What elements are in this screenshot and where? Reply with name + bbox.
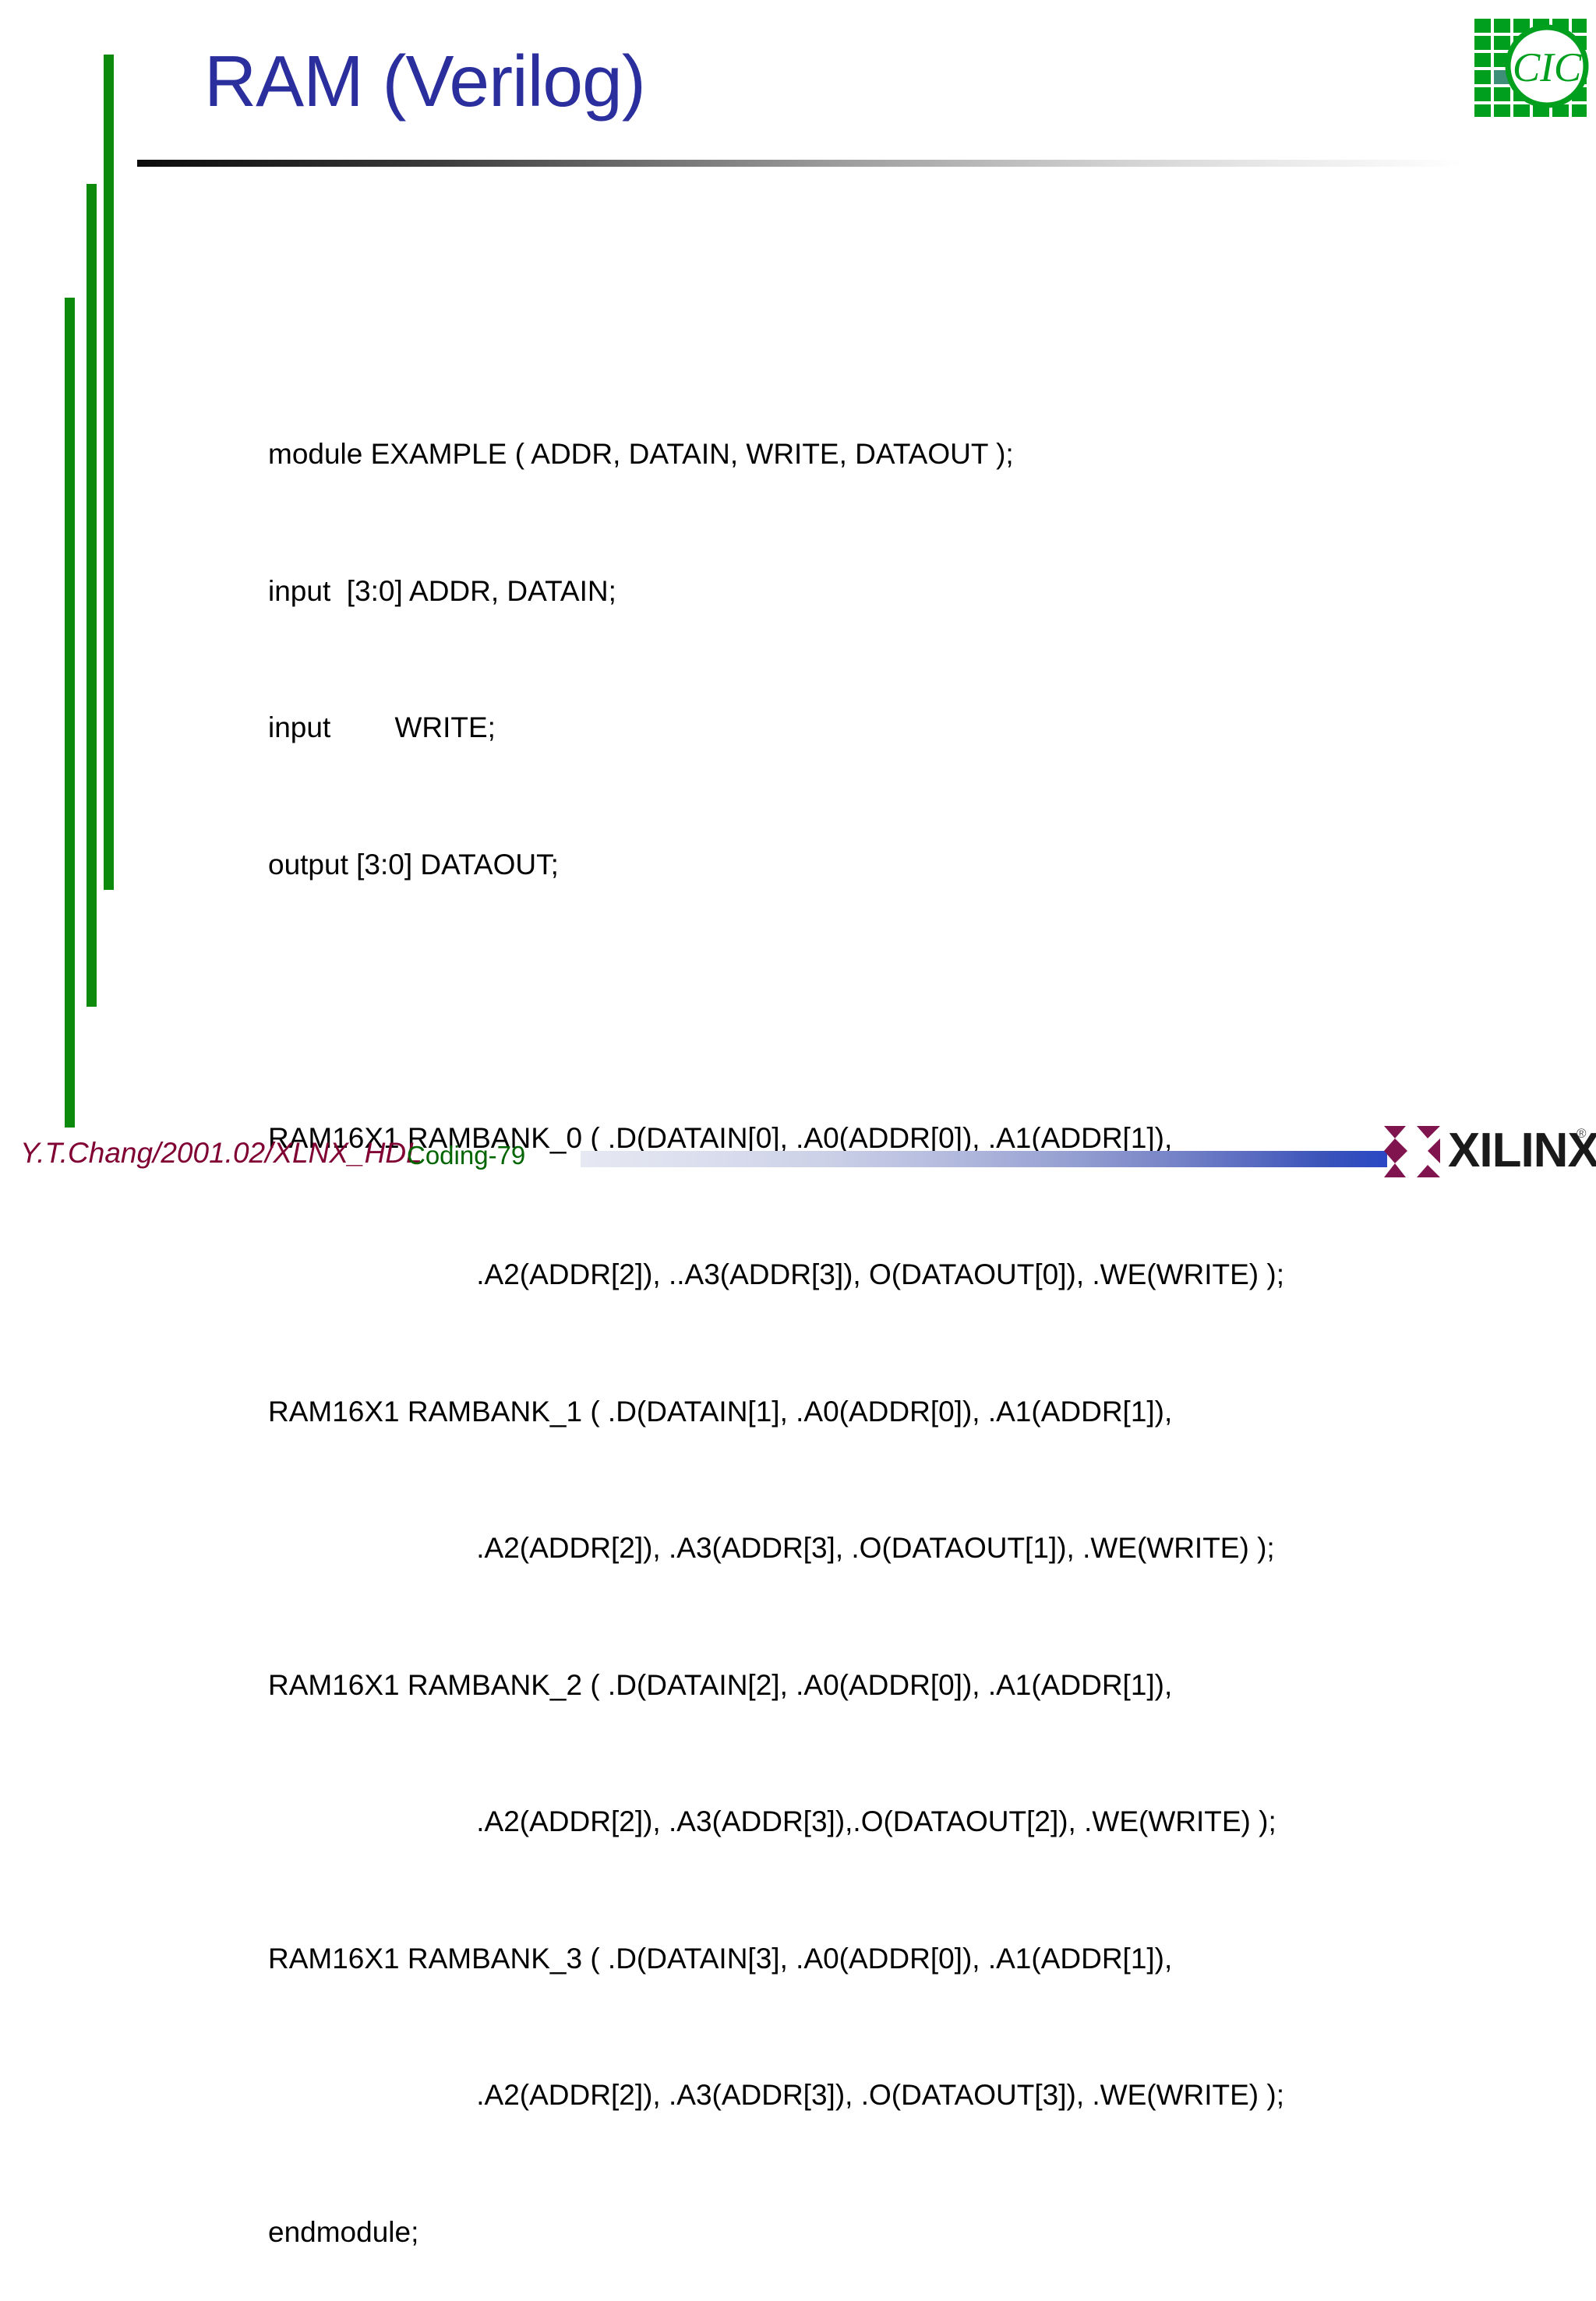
code-line: .A2(ADDR[2]), ..A3(ADDR[3]), O(DATAOUT[0… — [268, 1258, 1284, 1290]
code-line-blank — [268, 979, 1515, 1025]
title-divider — [137, 160, 1462, 167]
code-line: input WRITE; — [268, 711, 496, 743]
xilinx-logo: XILINX ® — [1382, 1118, 1596, 1185]
footer-gradient-bar — [581, 1151, 1387, 1167]
code-line: RAM16X1 RAMBANK_3 ( .D(DATAIN[3], .A0(AD… — [268, 1942, 1173, 1975]
verilog-code-block: module EXAMPLE ( ADDR, DATAIN, WRITE, DA… — [268, 341, 1515, 2301]
code-line: RAM16X1 RAMBANK_0 ( .D(DATAIN[0], .A0(AD… — [268, 1121, 1173, 1154]
code-line: .A2(ADDR[2]), .A3(ADDR[3], .O(DATAOUT[1]… — [268, 1532, 1275, 1564]
code-line: RAM16X1 RAMBANK_1 ( .D(DATAIN[1], .A0(AD… — [268, 1395, 1173, 1428]
green-accent-bar-right — [104, 55, 114, 890]
footer-author: Y.T.Chang/2001.02/XLNX_HDL — [20, 1137, 422, 1169]
code-line: input [3:0] ADDR, DATAIN; — [268, 574, 616, 607]
code-line: module EXAMPLE ( ADDR, DATAIN, WRITE, DA… — [268, 438, 1014, 470]
page-title: RAM (Verilog) — [204, 41, 646, 122]
code-line: output [3:0] DATAOUT; — [268, 848, 559, 881]
xilinx-mark-icon — [1384, 1126, 1440, 1177]
green-accent-bar-left — [65, 298, 75, 1128]
footer-page-number: Coding-79 — [407, 1141, 526, 1170]
code-line: RAM16X1 RAMBANK_2 ( .D(DATAIN[2], .A0(AD… — [268, 1668, 1173, 1701]
code-line: .A2(ADDR[2]), .A3(ADDR[3]), .O(DATAOUT[3… — [268, 2079, 1284, 2111]
cic-logo: CIC — [1471, 11, 1590, 122]
code-line: endmodule; — [268, 2215, 419, 2248]
green-accent-bar-middle — [87, 184, 97, 1007]
xilinx-wordmark: XILINX — [1448, 1124, 1596, 1177]
registered-trademark-icon: ® — [1577, 1126, 1587, 1141]
code-line: .A2(ADDR[2]), .A3(ADDR[3]),.O(DATAOUT[2]… — [268, 1805, 1276, 1837]
svg-text:CIC: CIC — [1513, 45, 1582, 90]
